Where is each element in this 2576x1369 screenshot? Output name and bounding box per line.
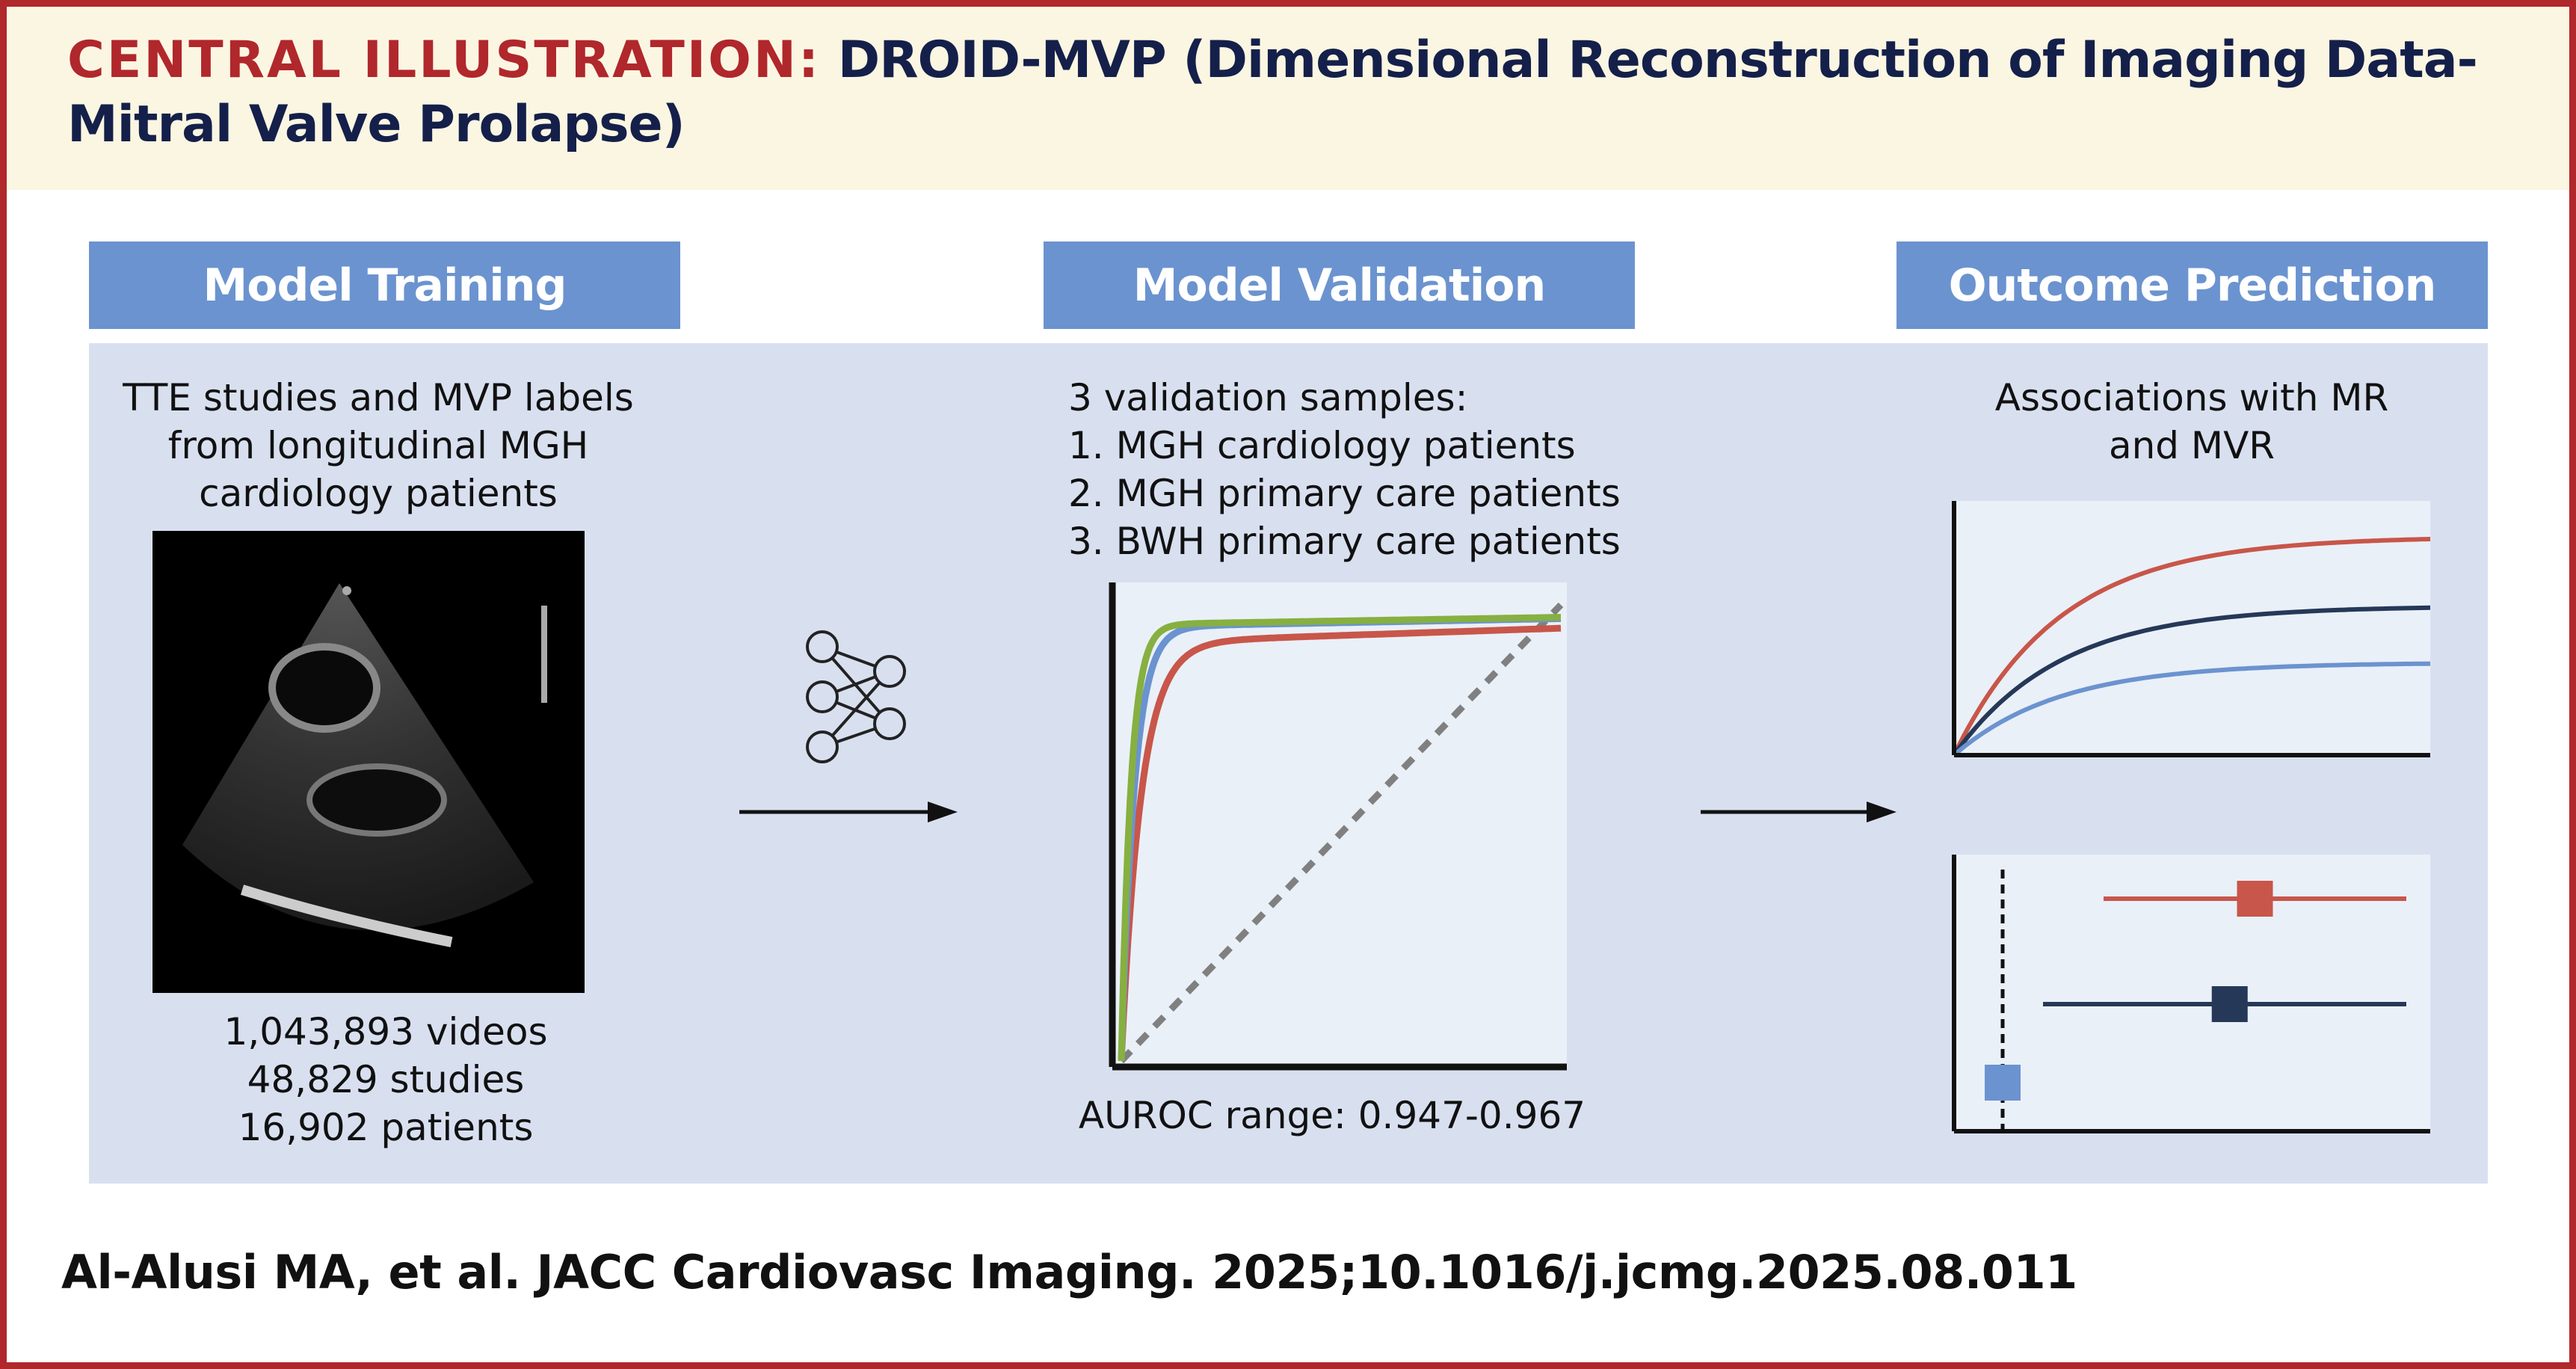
plot-area [1112, 582, 1567, 1067]
text-line: Associations with MR [1994, 376, 2389, 419]
forest-plot [1952, 855, 2430, 1133]
arrow-right-icon [739, 802, 958, 822]
text-line: and MVR [2108, 424, 2275, 467]
text-line: from longitudinal MGH [167, 424, 589, 467]
echo-image [152, 531, 585, 993]
title-lead: CENTRAL ILLUSTRATION: [67, 31, 822, 90]
training-description: TTE studies and MVP labels from longitud… [123, 374, 634, 517]
text-line: TTE studies and MVP labels [123, 376, 634, 419]
stat-patients: 16,902 patients [238, 1106, 534, 1149]
incidence-chart [1952, 501, 2431, 757]
incidence-curve-navy [1952, 605, 2431, 757]
plot-area [1954, 501, 2430, 755]
title-band [7, 7, 2569, 190]
section-header-model-training: Model Training [89, 242, 680, 329]
neural-network-icon [806, 630, 906, 763]
validation-description: 3 validation samples: 1. MGH cardiology … [1068, 374, 1621, 565]
roc-curve-green [1118, 614, 1561, 1062]
roc-curve-red [1118, 624, 1562, 1062]
training-stats: 1,043,893 videos 48,829 studies 16,902 p… [224, 1008, 548, 1151]
reference-diagonal [1118, 602, 1564, 1064]
text-line: 1. MGH cardiology patients [1068, 424, 1576, 467]
point-estimate-navy [2211, 986, 2248, 1022]
text-line: 3 validation samples: [1068, 376, 1468, 419]
stat-videos: 1,043,893 videos [224, 1010, 548, 1053]
roc-chart [1109, 582, 1567, 1071]
plot-area [1954, 855, 2430, 1131]
arrow-right-icon [1701, 802, 1896, 822]
incidence-curve-blue [1953, 661, 2431, 757]
text-line: 2. MGH primary care patients [1068, 472, 1621, 515]
text-line: 3. BWH primary care patients [1068, 520, 1621, 563]
auroc-label: AUROC range: 0.947-0.967 [1078, 1094, 1586, 1137]
page-title: CENTRAL ILLUSTRATION: DROID-MVP (Dimensi… [67, 28, 2534, 157]
incidence-curve-red [1952, 537, 2431, 757]
stat-studies: 48,829 studies [247, 1058, 525, 1101]
text-line: cardiology patients [199, 472, 558, 515]
section-header-outcome-prediction: Outcome Prediction [1896, 242, 2488, 329]
title-text: DROID-MVP (Dimensional Reconstruction of… [67, 31, 2478, 154]
citation: Al-Alusi MA, et al. JACC Cardiovasc Imag… [61, 1245, 2077, 1299]
point-estimate-blue [1985, 1065, 2021, 1101]
outcome-description: Associations with MR and MVR [1995, 374, 2389, 470]
section-header-model-validation: Model Validation [1044, 242, 1635, 329]
point-estimate-red [2237, 881, 2273, 917]
